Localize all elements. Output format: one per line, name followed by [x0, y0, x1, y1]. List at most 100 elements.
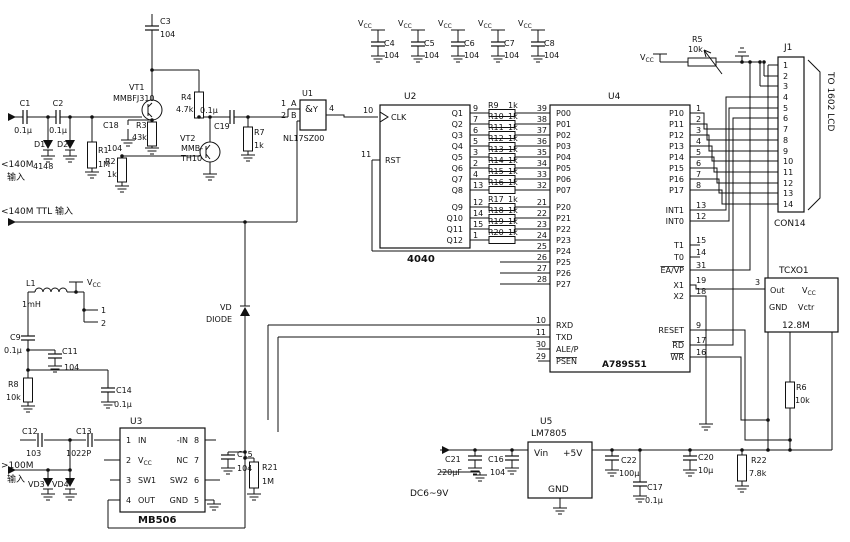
r1-resistor	[87, 141, 97, 169]
vt2-part2: TH10	[180, 154, 202, 163]
u1-pin2: 2	[281, 111, 286, 120]
u4-pin-left: 10	[536, 316, 546, 325]
vcc-c5: VCC	[398, 19, 412, 30]
row-res-val: 1k	[508, 167, 518, 176]
l1-val: 1mH	[22, 300, 41, 309]
u4-pin-right: 14	[696, 248, 706, 257]
u4-pin-right: 4	[696, 137, 701, 146]
vd-ref: VD	[220, 303, 232, 312]
d2-ref: D2	[57, 140, 68, 149]
series-resistor	[488, 225, 516, 233]
u3-vcc: VCC	[138, 456, 152, 467]
r21-resistor	[249, 461, 259, 489]
vcc-c8: VCC	[518, 19, 532, 30]
row-res-val: 1k	[508, 178, 518, 187]
r2-ref: R2	[105, 157, 116, 166]
u3-pin8: 8	[194, 436, 199, 445]
u3-out: OUT	[138, 496, 155, 505]
j1-note: TO 1602 LCD	[825, 71, 835, 132]
u4-part: A789S51	[602, 360, 647, 370]
row-res-ref: R19	[488, 217, 504, 226]
wire-power-left	[8, 281, 832, 508]
u4-port-right: EA/VP	[660, 266, 684, 275]
vt2-part1: MMB-	[181, 144, 203, 153]
u2-clk-label: CLK	[391, 113, 407, 122]
row-res-ref: R13	[488, 145, 504, 154]
u4-pin-left: 38	[537, 115, 547, 124]
u3-ref: U3	[130, 417, 142, 427]
u2-q-pin: 12	[473, 198, 483, 207]
u4-port-left: P27	[556, 280, 571, 289]
tcxo-box	[764, 277, 839, 333]
row-res-ref: R18	[488, 206, 504, 215]
vcc-c7: VCC	[478, 19, 492, 30]
u2-q-label: Q12	[447, 236, 463, 245]
junction-dot	[26, 368, 30, 372]
tcxo-freq: 12.8M	[782, 321, 810, 331]
u2-q-pin: 3	[473, 148, 478, 157]
u4-port-left: ALE/P	[556, 345, 579, 354]
vd4-ref: VD4	[52, 480, 69, 489]
r5-pot-arrow-icon	[703, 49, 723, 75]
u3-part: MB506	[138, 515, 176, 526]
junction-dot	[510, 448, 514, 452]
wire-mcu-left	[267, 261, 550, 432]
c22-val: 100μ	[619, 469, 639, 478]
junction-dot	[46, 115, 50, 119]
u3-pin2: 2	[126, 456, 131, 465]
u2-rst-pin: 11	[361, 150, 371, 159]
junction-dot	[740, 448, 744, 452]
u2-q-pin: 1	[473, 231, 478, 240]
r7-ref: R7	[254, 128, 265, 137]
u4-port-right: T1	[673, 241, 684, 250]
wire-vcc-caps	[371, 29, 545, 56]
row-res-val: 1k	[508, 134, 518, 143]
u4-port-right: X1	[673, 281, 684, 290]
j1-pin: 14	[783, 200, 793, 209]
u4-pin-right: 31	[696, 261, 706, 270]
semiconductor-symbols	[8, 49, 821, 490]
u4-pin-left: 22	[537, 209, 547, 218]
r6-resistor	[785, 381, 795, 409]
row-res-val: 1k	[508, 228, 518, 237]
u2-q-label: Q11	[447, 225, 463, 234]
u2-q-pin: 4	[473, 170, 478, 179]
r3-ref: R3	[136, 121, 147, 130]
row-res-ref: R17	[488, 195, 504, 204]
u4-pin-right: 17	[696, 336, 706, 345]
r7-val: 1k	[254, 141, 264, 150]
u2-rst-label: RST	[385, 156, 401, 165]
r2-resistor	[117, 157, 127, 183]
d1-ref: D1	[34, 140, 45, 149]
u4-port-right: X2	[673, 292, 684, 301]
u4-port-right: P14	[669, 153, 684, 162]
series-resistor	[488, 142, 516, 150]
u4-port-left: TXD	[555, 333, 573, 342]
c13-ref: C13	[76, 427, 92, 436]
u4-pin-left: 24	[537, 231, 547, 240]
c19-val: 0.1μ	[200, 106, 218, 115]
c3-ref: C3	[160, 17, 171, 26]
j1-pin: 1	[783, 61, 788, 70]
u4-port-left: P04	[556, 153, 571, 162]
junction-dot	[740, 60, 744, 64]
c12-val: 103	[26, 449, 41, 458]
row-res-ref: R16	[488, 178, 504, 187]
j1-pin: 9	[783, 147, 788, 156]
series-resistor	[488, 214, 516, 222]
c8-val: 104	[544, 51, 559, 60]
u3-pin1: 1	[126, 436, 131, 445]
row-res-val: 1k	[508, 112, 518, 121]
c12-ref: C12	[22, 427, 38, 436]
c15-val: 104	[237, 464, 252, 473]
u4-pin-right: 7	[696, 170, 701, 179]
junction-dot	[26, 348, 30, 352]
tcxo-out: Out	[770, 286, 785, 295]
u1-nand-gate-box	[299, 99, 327, 131]
junction-dot	[68, 115, 72, 119]
u4-pin-left: 33	[537, 170, 547, 179]
u2-q-label: Q6	[452, 164, 463, 173]
u2-q-pin: 2	[473, 159, 478, 168]
conn-pin-1: 1	[101, 306, 106, 315]
u4-port-left: P06	[556, 175, 571, 184]
